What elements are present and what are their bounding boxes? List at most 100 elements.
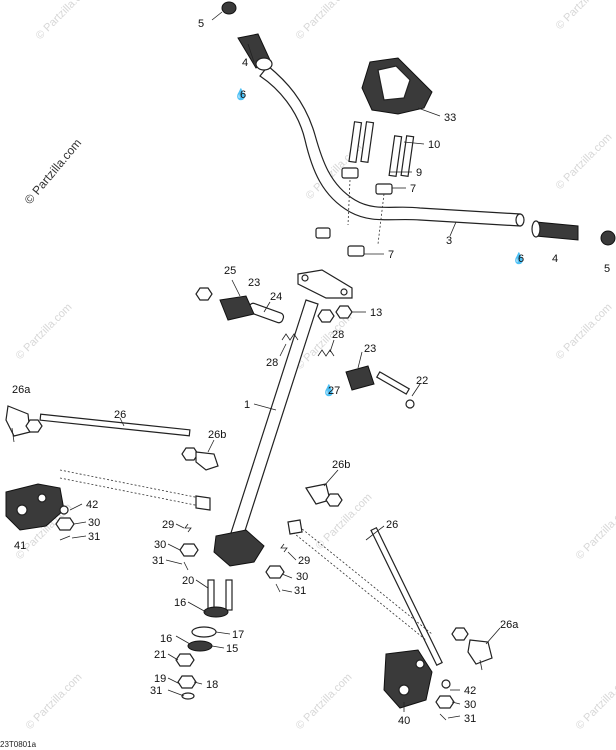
- jam-nut[interactable]: [181, 447, 199, 461]
- leader-lines: [69, 11, 501, 719]
- watermark: © Partzilla.com: [554, 0, 615, 32]
- callout-label[interactable]: 13: [370, 307, 382, 319]
- callout-label[interactable]: 30: [88, 517, 100, 529]
- callout-label[interactable]: 33: [444, 112, 456, 124]
- left-linkage-rod[interactable]: [59, 469, 201, 507]
- callout-label[interactable]: 18: [206, 679, 218, 691]
- right-knuckle-hardware[interactable]: [435, 679, 455, 721]
- callout-label[interactable]: 25: [224, 265, 236, 277]
- callout-label[interactable]: 24: [270, 291, 282, 303]
- lower-column-hardware[interactable]: [175, 579, 233, 700]
- left-tie-rod-end-26a[interactable]: [5, 405, 31, 443]
- callout-label[interactable]: 42: [86, 499, 98, 511]
- bearing-block-lower[interactable]: [345, 365, 375, 391]
- right-mid-hardware[interactable]: [265, 543, 288, 593]
- watermark: © Partzilla.com: [14, 301, 75, 362]
- callout-label[interactable]: 26: [386, 519, 398, 531]
- jam-nut[interactable]: [25, 419, 43, 433]
- steering-column[interactable]: [229, 299, 319, 541]
- callout-label[interactable]: 5: [604, 263, 610, 275]
- callout-label[interactable]: 29: [298, 555, 310, 567]
- watermark: © Partzilla.com: [574, 671, 616, 732]
- right-end-cap[interactable]: [600, 230, 616, 246]
- right-knuckle[interactable]: [383, 649, 433, 709]
- callout-label[interactable]: 3: [446, 235, 452, 247]
- callout-label[interactable]: 15: [226, 643, 238, 655]
- spring-28[interactable]: [317, 349, 335, 357]
- callout-label[interactable]: 16: [174, 597, 186, 609]
- middle-hardware[interactable]: [179, 523, 199, 571]
- handlebar-pad[interactable]: [361, 57, 433, 115]
- watermark: © Partzilla.com: [294, 0, 355, 42]
- callout-label[interactable]: 5: [198, 18, 204, 30]
- callout-label[interactable]: 29: [162, 519, 174, 531]
- left-tie-rod-end-26b[interactable]: [195, 451, 219, 471]
- left-knuckle[interactable]: [5, 483, 65, 531]
- callout-label[interactable]: 31: [150, 685, 162, 697]
- callout-label[interactable]: 20: [182, 575, 194, 587]
- watermark: © Partzilla.com: [554, 301, 615, 362]
- callout-label[interactable]: 40: [398, 715, 410, 727]
- watermark: © Partzilla.com: [24, 671, 85, 732]
- drop-icon: 💧: [322, 384, 336, 397]
- callout-label[interactable]: 10: [428, 139, 440, 151]
- right-grip[interactable]: [531, 220, 579, 241]
- callout-label[interactable]: 26a: [12, 384, 31, 396]
- callout-label[interactable]: 22: [416, 375, 428, 387]
- right-tie-rod-end-26a[interactable]: [467, 639, 493, 671]
- watermark: © Partzilla.com: [574, 501, 616, 562]
- callout-label[interactable]: 26b: [332, 459, 350, 471]
- upper-clamps[interactable]: [315, 167, 393, 257]
- left-rod-end[interactable]: [195, 495, 211, 511]
- left-knuckle-hardware[interactable]: [55, 505, 75, 541]
- callout-label[interactable]: 31: [88, 531, 100, 543]
- callout-label[interactable]: 9: [416, 167, 422, 179]
- right-rod-end[interactable]: [287, 519, 303, 535]
- callout-label[interactable]: 31: [464, 713, 476, 725]
- callout-label[interactable]: 1: [244, 399, 250, 411]
- callout-label[interactable]: 28: [266, 357, 278, 369]
- callout-label[interactable]: 7: [388, 249, 394, 261]
- callout-label[interactable]: 30: [154, 539, 166, 551]
- nuts-13[interactable]: [317, 305, 353, 323]
- left-grip[interactable]: [237, 33, 273, 71]
- callout-label[interactable]: 4: [552, 253, 558, 265]
- callout-label[interactable]: 42: [464, 685, 476, 697]
- callout-label[interactable]: 23: [364, 343, 376, 355]
- callout-label[interactable]: 6: [518, 253, 524, 265]
- steering-bracket[interactable]: [297, 269, 353, 299]
- callout-label[interactable]: 4: [242, 57, 248, 69]
- callout-label[interactable]: 16: [160, 633, 172, 645]
- callout-label[interactable]: 41: [14, 540, 26, 552]
- callout-label[interactable]: 28: [332, 329, 344, 341]
- callout-label[interactable]: 21: [154, 649, 166, 661]
- left-tie-rod[interactable]: [39, 413, 191, 437]
- handlebar-bolts[interactable]: [348, 121, 415, 178]
- bolt-22[interactable]: [375, 371, 415, 409]
- callout-label[interactable]: 7: [410, 183, 416, 195]
- spring-28[interactable]: [281, 333, 299, 341]
- callout-label[interactable]: 17: [232, 629, 244, 641]
- callout-label[interactable]: 31: [152, 555, 164, 567]
- right-linkage-rod[interactable]: [289, 523, 433, 641]
- callout-label[interactable]: 6: [240, 89, 246, 101]
- callout-label[interactable]: 26b: [208, 429, 226, 441]
- column-lower-bracket[interactable]: [213, 529, 265, 567]
- callout-label[interactable]: 27: [328, 385, 340, 397]
- callout-label[interactable]: 30: [464, 699, 476, 711]
- callout-label[interactable]: 26: [114, 409, 126, 421]
- jam-nut[interactable]: [451, 627, 469, 641]
- watermark-layer: © Partzilla.com © Partzilla.com © Partzi…: [14, 0, 616, 732]
- handlebar[interactable]: [259, 65, 525, 227]
- nut-25[interactable]: [195, 287, 213, 301]
- callout-label[interactable]: 31: [294, 585, 306, 597]
- jam-nut[interactable]: [325, 493, 343, 507]
- right-tie-rod[interactable]: [370, 526, 443, 667]
- callout-labels: 5 4 💧 6 33 10 9 7 3 💧 6 4 5 7 25 23 24 1…: [12, 18, 610, 727]
- callout-label[interactable]: 26a: [500, 619, 519, 631]
- callout-label[interactable]: 23: [248, 277, 260, 289]
- callout-label[interactable]: 19: [154, 673, 166, 685]
- bearing-block-upper[interactable]: [219, 295, 255, 321]
- left-end-cap[interactable]: [221, 1, 237, 15]
- callout-label[interactable]: 30: [296, 571, 308, 583]
